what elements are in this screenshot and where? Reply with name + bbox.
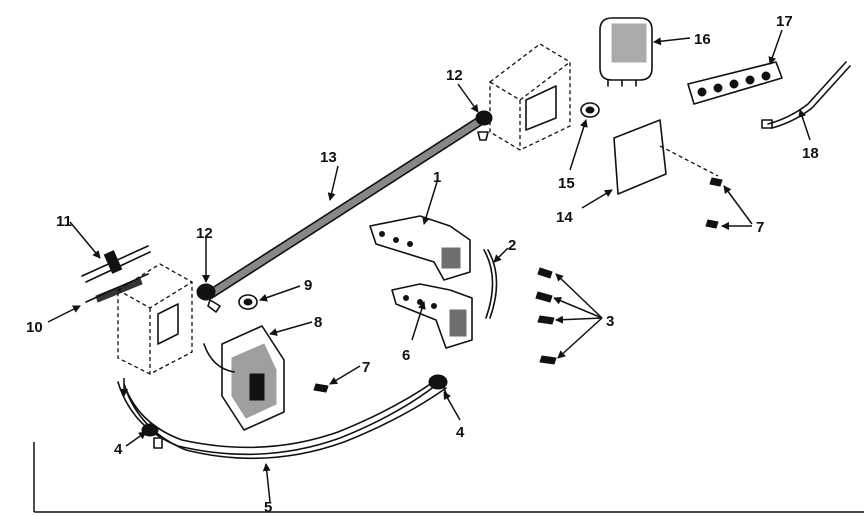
- part-15-grommet: [580, 102, 600, 118]
- upper-control-box: [489, 43, 571, 151]
- callout-4-left: 4: [114, 441, 123, 458]
- callout-11: 11: [56, 213, 72, 230]
- part-13-rod: [205, 115, 487, 299]
- callout-12-upper: 12: [446, 67, 463, 84]
- callout-1: 1: [433, 169, 441, 186]
- callout-10: 10: [26, 319, 43, 336]
- part-16-relay: [599, 17, 653, 87]
- part-9-grommet: [238, 294, 258, 310]
- callout-13: 13: [320, 149, 337, 166]
- lower-control-box: [117, 263, 193, 375]
- callout-8: 8: [314, 314, 322, 331]
- part-4-clamp-right: [428, 374, 449, 399]
- callout-3: 3: [606, 313, 614, 330]
- part-8-switch: [203, 325, 285, 431]
- part-12-bushing-lower: [196, 283, 221, 313]
- callout-14: 14: [556, 209, 573, 226]
- part-6-bracket: [391, 283, 473, 349]
- callout-17: 17: [776, 13, 793, 30]
- callout-4-right: 4: [456, 424, 465, 441]
- part-5-wire-harness: [117, 375, 447, 460]
- part-17-terminal-strip: [687, 61, 783, 105]
- leader-lines: [47, 29, 811, 503]
- part-2-spring-clip: [483, 249, 498, 319]
- callout-6: 6: [402, 347, 410, 364]
- part-1-bracket: [369, 215, 471, 281]
- part-3-screws: [535, 267, 557, 365]
- callout-5: 5: [264, 499, 272, 516]
- part-18-wire-lead: [761, 61, 851, 129]
- part-7-screws: [313, 177, 723, 393]
- callout-9: 9: [304, 277, 312, 294]
- callout-18: 18: [802, 145, 819, 162]
- callout-12-lower: 12: [196, 225, 213, 242]
- part-11-igniter: [81, 245, 151, 283]
- callout-2: 2: [508, 237, 516, 254]
- part-14-cover-plate: [613, 119, 719, 195]
- part-12-bushing-upper: [475, 110, 493, 141]
- callout-15: 15: [558, 175, 575, 192]
- callout-7-right: 7: [756, 219, 764, 236]
- callout-16: 16: [694, 31, 711, 48]
- callout-labels: 1 2 3 4 4 5 6 7 7 8 9 10 11 12 12 13 14 …: [26, 13, 819, 516]
- callout-7-left: 7: [362, 359, 370, 376]
